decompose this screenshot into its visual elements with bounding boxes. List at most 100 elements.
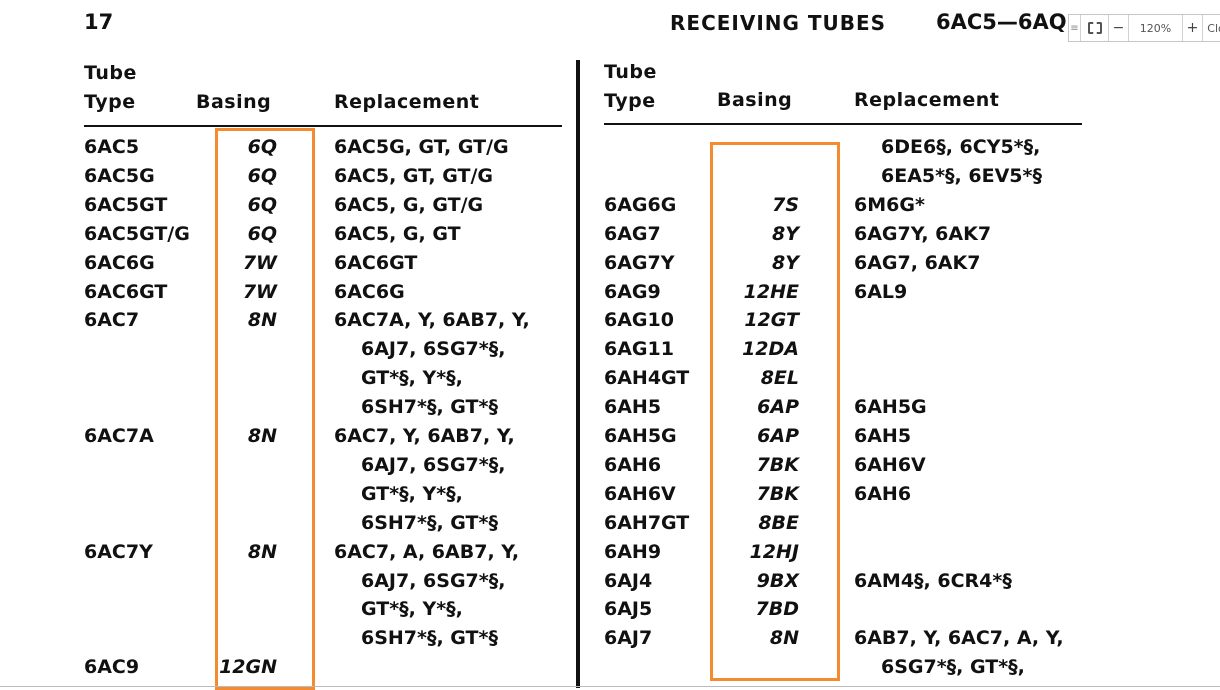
replacement: 6SH7*§, GT*§ <box>361 396 498 419</box>
replacement: 6AC6GT <box>334 251 418 274</box>
page-number: 17 <box>84 10 114 34</box>
basing: 7S <box>772 193 799 216</box>
tube-type: 6AH7GT <box>604 511 690 534</box>
section-title: RECEIVING TUBES <box>670 11 887 35</box>
replacement: 6AC7, Y, 6AB7, Y, <box>334 425 515 447</box>
menu-icon[interactable]: ≡ <box>1069 15 1081 41</box>
basing: 12GN <box>219 656 277 679</box>
table-row: 6SH7*§, GT*§ <box>84 396 564 425</box>
table-row: 6EA5*§, 6EV5*§ <box>604 165 1084 194</box>
tube-type: 6AG10 <box>604 309 674 332</box>
basing: 7BK <box>756 453 799 476</box>
basing: 6Q <box>247 136 277 158</box>
tube-type: 6AC5GT <box>84 193 168 216</box>
basing: 8N <box>247 425 277 447</box>
replacement: 6AH6 <box>854 482 912 505</box>
right-header-replacement: Replacement <box>854 89 1000 111</box>
table-row: 6AJ7 8N 6AB7, Y, 6AC7, A, Y, <box>604 627 1084 656</box>
table-row: 6AJ7, 6SG7*§, <box>84 570 564 599</box>
tube-type: 6AC9 <box>84 656 140 679</box>
table-row: GT*§, Y*§, <box>84 367 564 396</box>
basing-highlight-right <box>710 142 840 681</box>
replacement: 6DE6§, 6CY5*§, <box>881 136 1041 158</box>
tube-type: 6AH4GT <box>604 367 690 390</box>
right-header-rule <box>604 123 1082 125</box>
basing: 12HE <box>743 280 799 303</box>
replacement: GT*§, Y*§, <box>361 598 463 621</box>
replacement: 6AJ7, 6SG7*§, <box>361 569 506 592</box>
zoom-in-button[interactable]: + <box>1183 15 1203 41</box>
tube-type: 6AG11 <box>604 338 674 361</box>
close-button[interactable]: Clo <box>1207 21 1220 35</box>
table-row: 6AH6 7BK 6AH6V <box>604 454 1084 483</box>
replacement: 6AC7A, Y, 6AB7, Y, <box>334 309 530 332</box>
basing: 7BD <box>755 598 799 621</box>
basing: 6AP <box>757 396 799 419</box>
replacement: 6AB7, Y, 6AC7, A, Y, <box>854 627 1064 650</box>
basing: 12HJ <box>749 540 799 563</box>
left-header-rule <box>84 125 562 127</box>
replacement: 6AG7Y, 6AK7 <box>854 222 992 245</box>
tube-type: 6AJ7 <box>604 627 653 650</box>
table-row: 6SG7*§, GT*§, <box>604 656 1084 685</box>
replacement: 6AC5G, GT, GT/G <box>334 136 509 158</box>
tube-type: 6AH5G <box>604 425 677 447</box>
tube-type: 6AH6V <box>604 482 676 505</box>
table-row: 6SH7*§, GT*§ <box>84 512 564 541</box>
basing: 7BK <box>756 482 799 505</box>
basing: 7W <box>242 251 277 274</box>
zoom-level[interactable]: 120% <box>1129 15 1183 41</box>
replacement: 6EA5*§, 6EV5*§ <box>881 164 1042 187</box>
basing: 8N <box>247 540 277 563</box>
table-row: 6AG6G 7S 6M6G* <box>604 194 1084 223</box>
basing: 8EL <box>760 367 799 390</box>
table-row: 6AC9 12GN <box>84 656 564 685</box>
basing: 8Y <box>772 251 799 274</box>
left-header-basing: Basing <box>196 91 272 113</box>
basing-highlight-left <box>215 128 315 690</box>
replacement: 6AJ7, 6SG7*§, <box>361 453 506 476</box>
fit-screen-icon[interactable] <box>1081 15 1109 41</box>
replacement: 6AH6V <box>854 453 926 476</box>
table-row: 6AC7A 8N 6AC7, Y, 6AB7, Y, <box>84 425 564 454</box>
tube-type: 6AJ4 <box>604 569 653 592</box>
table-row: GT*§, Y*§, <box>84 598 564 627</box>
tube-type: 6AC5 <box>84 136 140 158</box>
replacement: 6M6G* <box>854 193 925 216</box>
tube-type: 6AG6G <box>604 193 677 216</box>
basing: 12GT <box>744 309 799 332</box>
table-row: 6AH4GT 8EL <box>604 367 1084 396</box>
table-row: 6AJ7, 6SG7*§, <box>84 338 564 367</box>
zoom-out-button[interactable]: − <box>1109 15 1129 41</box>
table-row: 6AG10 12GT <box>604 309 1084 338</box>
replacement: 6AL9 <box>854 280 908 303</box>
table-row: 6AG11 12DA <box>604 338 1084 367</box>
left-header-replacement: Replacement <box>334 91 480 113</box>
replacement: 6AJ7, 6SG7*§, <box>361 338 506 361</box>
zoom-toolbar: ≡ − 120% + Clo <box>1068 14 1220 42</box>
basing: 12DA <box>742 338 799 361</box>
basing: 8N <box>769 627 799 650</box>
basing: 6AP <box>757 425 799 447</box>
replacement: 6SG7*§, GT*§, <box>881 656 1025 679</box>
tube-type: 6AC7A <box>84 425 154 447</box>
table-row: 6AJ7, 6SG7*§, <box>84 454 564 483</box>
basing: 6Q <box>247 193 277 216</box>
right-header-tube: Tube <box>604 61 657 83</box>
basing: 6Q <box>247 222 277 245</box>
tube-type: 6AH6 <box>604 453 662 476</box>
table-row: GT*§, Y*§, <box>84 483 564 512</box>
left-header-type: Type <box>84 91 136 113</box>
replacement: 6AC5, GT, GT/G <box>334 164 494 187</box>
